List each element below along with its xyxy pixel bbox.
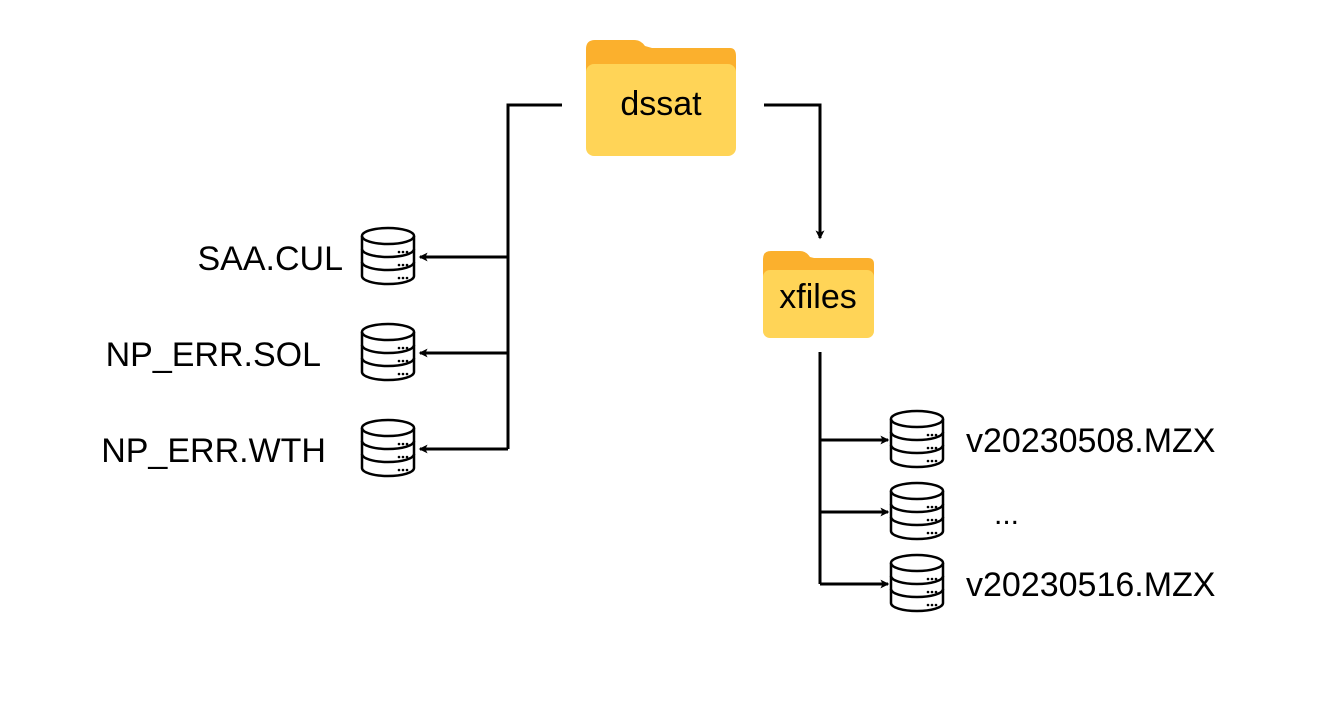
root-file-saa-cul[interactable]: SAA.CUL xyxy=(198,226,416,286)
xfile-ellipsis[interactable]: ... xyxy=(889,481,1019,541)
xfile-v20230516[interactable]: v20230516.MZX xyxy=(889,553,1216,613)
file-label: NP_ERR.WTH xyxy=(101,432,326,470)
root-folder[interactable]: dssat xyxy=(586,40,736,156)
file-label: ... xyxy=(994,498,1019,531)
root-trunk-line xyxy=(506,103,562,449)
arrow-to-xfiles xyxy=(764,103,825,240)
xfiles-folder[interactable]: xfiles xyxy=(763,251,874,338)
folder-body xyxy=(586,64,736,156)
file-label: SAA.CUL xyxy=(198,240,344,278)
file-label: v20230508.MZX xyxy=(966,422,1216,460)
database-icon xyxy=(889,481,945,541)
xfiles-folder-label: xfiles xyxy=(779,278,856,316)
database-icon xyxy=(360,418,416,478)
connectors xyxy=(418,103,890,589)
file-label: v20230516.MZX xyxy=(966,566,1216,604)
database-icon xyxy=(360,226,416,286)
folder-body xyxy=(763,270,874,338)
root-file-np-err-sol[interactable]: NP_ERR.SOL xyxy=(106,322,416,382)
xfile-v20230508[interactable]: v20230508.MZX xyxy=(889,409,1216,469)
database-icon xyxy=(889,409,945,469)
folder-icon xyxy=(586,40,736,156)
root-folder-label: dssat xyxy=(620,85,702,123)
folder-icon xyxy=(763,251,874,338)
database-icon xyxy=(889,553,945,613)
root-file-np-err-wth[interactable]: NP_ERR.WTH xyxy=(101,418,416,478)
database-icon xyxy=(360,322,416,382)
file-label: NP_ERR.SOL xyxy=(106,336,321,374)
